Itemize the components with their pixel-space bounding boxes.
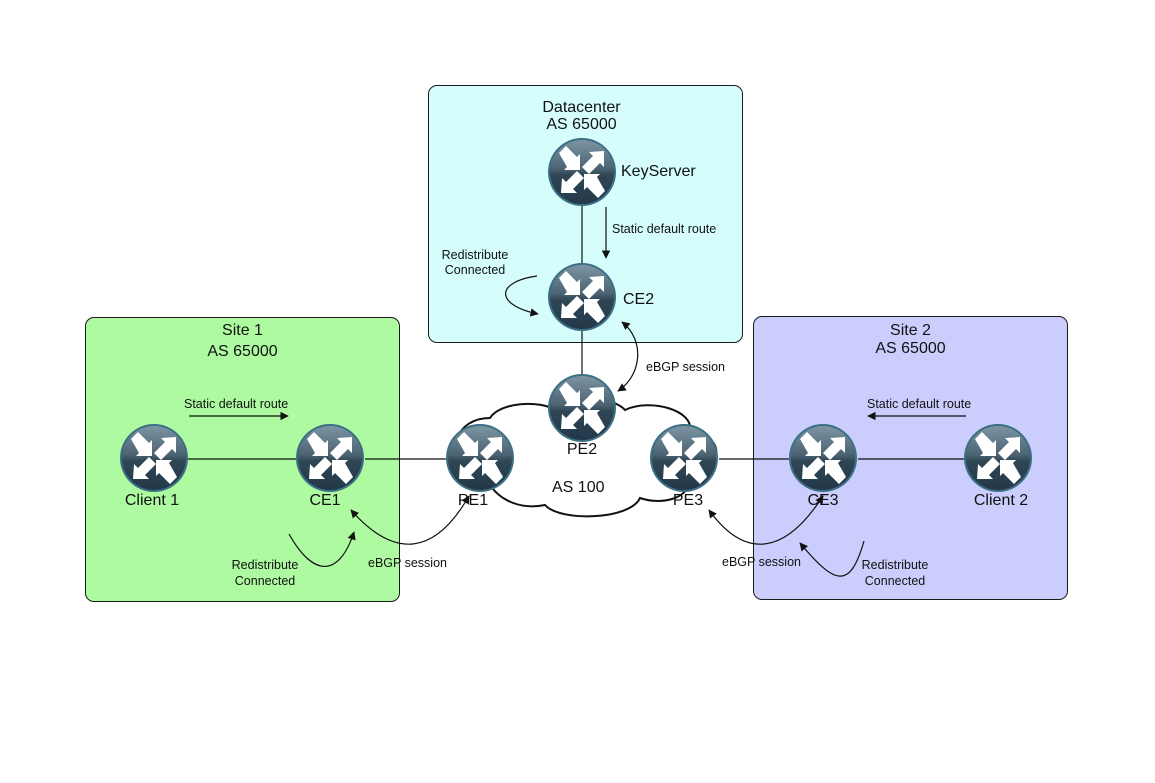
zone-datacenter-as: AS 65000 bbox=[546, 116, 617, 133]
ce2-pe2-ebgp-label: eBGP session bbox=[646, 360, 725, 374]
router-ce3-label: CE3 bbox=[807, 492, 839, 509]
router-client1-label: Client 1 bbox=[124, 492, 180, 509]
site1-redistribute-arrow bbox=[288, 531, 356, 567]
ce2-pe2-ebgp-arrow bbox=[617, 321, 639, 392]
zone-site2-as: AS 65000 bbox=[875, 340, 946, 357]
as100-label: AS 100 bbox=[552, 479, 605, 496]
router-pe1-icon[interactable] bbox=[446, 424, 514, 492]
router-pe1-label: PE1 bbox=[457, 492, 489, 509]
site1-redistribute-label-line2: Connected bbox=[234, 574, 296, 588]
site2-redistribute-arrow bbox=[799, 540, 865, 577]
dc-redistribute-label-line1: Redistribute bbox=[441, 248, 509, 262]
zone-site2-title: Site 2 bbox=[890, 322, 931, 339]
router-ce1-label: CE1 bbox=[309, 492, 341, 509]
router-keyserver-icon[interactable] bbox=[548, 138, 616, 206]
router-pe3-label: PE3 bbox=[672, 492, 704, 509]
router-ce2-icon[interactable] bbox=[548, 263, 616, 331]
dc-redistribute-label-line2: Connected bbox=[444, 263, 506, 277]
router-ce1-icon[interactable] bbox=[296, 424, 364, 492]
router-pe2-label: PE2 bbox=[566, 441, 598, 458]
site1-static-route-label: Static default route bbox=[184, 397, 289, 411]
router-pe2-icon[interactable] bbox=[548, 374, 616, 442]
router-ce3-icon[interactable] bbox=[789, 424, 857, 492]
site2-redistribute-label-line2: Connected bbox=[864, 574, 926, 588]
zone-site1-as: AS 65000 bbox=[207, 343, 278, 360]
router-client2-label: Client 2 bbox=[973, 492, 1029, 509]
ce1-pe1-ebgp-label: eBGP session bbox=[368, 556, 447, 570]
links bbox=[188, 205, 964, 460]
router-client1-icon[interactable] bbox=[120, 424, 188, 492]
ce3-pe3-ebgp-arrow bbox=[708, 495, 824, 545]
dc-redistribute-arrow bbox=[505, 275, 539, 317]
zone-datacenter-title: Datacenter bbox=[542, 99, 621, 116]
router-ce2-label: CE2 bbox=[623, 291, 655, 308]
site2-redistribute-label-line1: Redistribute bbox=[861, 558, 929, 572]
dc-static-route-label: Static default route bbox=[612, 222, 717, 236]
ce1-pe1-ebgp-arrow bbox=[350, 495, 470, 545]
site2-static-route-label: Static default route bbox=[867, 397, 972, 411]
router-client2-icon[interactable] bbox=[964, 424, 1032, 492]
router-keyserver-label: KeyServer bbox=[621, 163, 696, 180]
ce3-pe3-ebgp-label: eBGP session bbox=[722, 555, 801, 569]
site1-redistribute-label-line1: Redistribute bbox=[231, 558, 299, 572]
zone-site1-title: Site 1 bbox=[222, 322, 263, 339]
router-pe3-icon[interactable] bbox=[650, 424, 718, 492]
